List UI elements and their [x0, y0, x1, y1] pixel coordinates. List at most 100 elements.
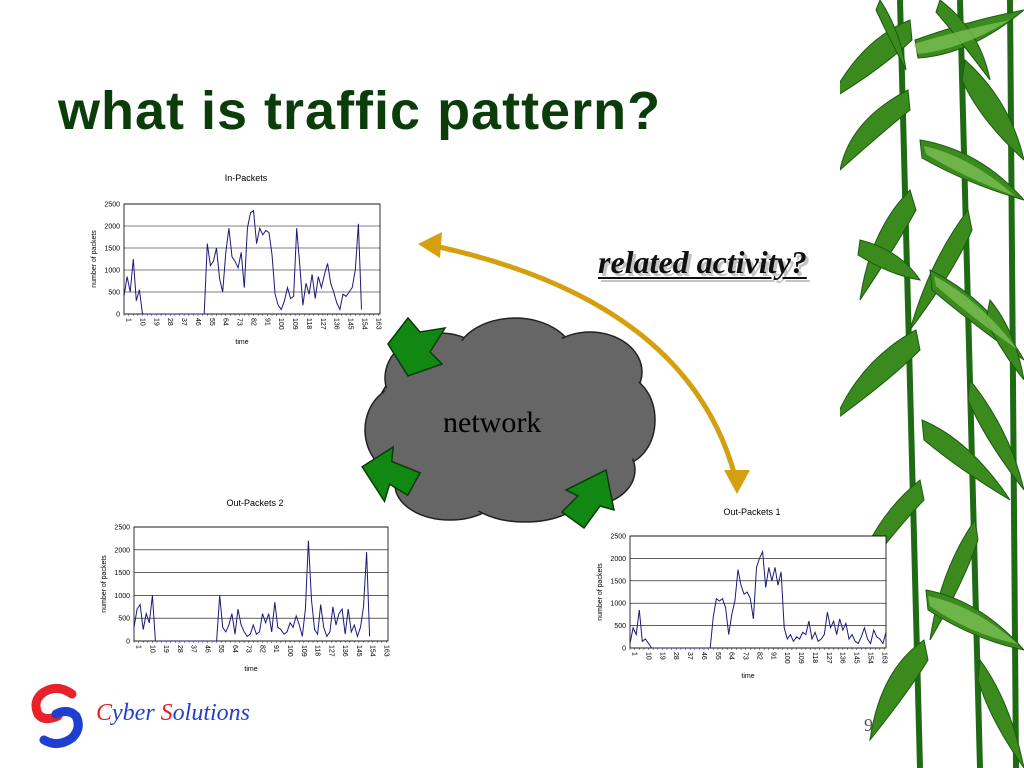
y-tick-label: 2500	[104, 202, 120, 209]
y-tick-label: 500	[614, 623, 626, 630]
x-tick-label: 55	[217, 645, 224, 653]
x-tick-label: 100	[783, 652, 790, 664]
x-tick-label: 100	[277, 318, 284, 330]
y-tick-label: 2000	[610, 556, 626, 563]
x-tick-label: 136	[839, 652, 846, 664]
related-activity-question: related activity?	[598, 244, 807, 280]
in-arrow	[387, 316, 447, 377]
x-tick-label: 91	[263, 318, 270, 326]
x-axis-label: time	[244, 666, 257, 673]
slide-title: what is traffic pattern?	[58, 81, 662, 141]
out-arrow-right	[560, 468, 615, 530]
y-tick-label: 2500	[610, 534, 626, 541]
x-tick-label: 64	[728, 652, 735, 660]
x-tick-label: 127	[327, 645, 334, 657]
y-tick-label: 500	[108, 290, 120, 297]
x-tick-label: 73	[742, 652, 749, 660]
brand-rest-1: yber	[112, 700, 161, 726]
x-tick-label: 145	[853, 652, 860, 664]
chart-title: Out-Packets 1	[723, 507, 780, 517]
x-tick-label: 10	[148, 645, 155, 653]
series-line	[123, 209, 362, 315]
x-tick-label: 127	[319, 318, 326, 330]
x-tick-label: 73	[245, 645, 252, 653]
x-tick-label: 46	[700, 652, 707, 660]
plot-area	[123, 203, 381, 315]
out-arrow-left	[361, 445, 422, 504]
x-tick-label: 28	[176, 645, 183, 653]
x-tick-label: 127	[825, 652, 832, 664]
x-tick-label: 82	[755, 652, 762, 660]
x-tick-label: 10	[138, 318, 145, 326]
chart-title: In-Packets	[225, 173, 268, 183]
chart-title: Out-Packets 2	[226, 498, 283, 508]
x-tick-label: 55	[714, 652, 721, 660]
x-tick-label: 1	[125, 318, 132, 322]
x-tick-label: 91	[272, 645, 279, 653]
curve-arrowhead-top	[418, 232, 442, 258]
x-tick-label: 46	[203, 645, 210, 653]
brand-initial-s: S	[160, 700, 173, 726]
x-tick-label: 82	[249, 318, 256, 326]
x-tick-label: 163	[374, 318, 381, 330]
x-tick-label: 19	[152, 318, 159, 326]
x-tick-label: 37	[686, 652, 693, 660]
y-tick-label: 0	[116, 312, 120, 319]
related-activity-curve	[429, 242, 739, 481]
x-tick-label: 19	[658, 652, 665, 660]
x-tick-label: 163	[880, 652, 887, 664]
y-tick-label: 1500	[114, 570, 130, 577]
x-tick-label: 37	[190, 645, 197, 653]
y-tick-label: 2000	[104, 224, 120, 231]
x-tick-label: 118	[305, 318, 312, 329]
x-axis-label: time	[741, 673, 754, 680]
brand-initial-c: C	[96, 700, 113, 726]
x-tick-label: 82	[258, 645, 265, 653]
page-number: 9	[864, 715, 873, 735]
x-tick-label: 163	[382, 645, 389, 657]
x-tick-label: 154	[360, 318, 367, 330]
y-tick-label: 1000	[610, 601, 626, 608]
y-axis-label: number of packets	[91, 230, 98, 288]
x-tick-label: 1	[135, 645, 142, 649]
y-tick-label: 1000	[104, 268, 120, 275]
x-tick-label: 145	[347, 318, 354, 330]
y-tick-label: 1500	[104, 246, 120, 253]
x-tick-label: 46	[194, 318, 201, 326]
x-tick-label: 109	[291, 318, 298, 330]
x-tick-label: 28	[166, 318, 173, 326]
network-label: network	[443, 406, 542, 439]
bamboo-decoration	[840, 0, 1024, 768]
x-tick-label: 10	[644, 652, 651, 660]
y-tick-label: 0	[622, 646, 626, 653]
x-tick-label: 118	[314, 645, 321, 656]
y-tick-label: 500	[118, 616, 130, 623]
y-tick-label: 0	[126, 639, 130, 646]
x-tick-label: 109	[300, 645, 307, 657]
x-tick-label: 73	[236, 318, 243, 326]
x-tick-label: 154	[369, 645, 376, 657]
x-tick-label: 118	[811, 652, 818, 663]
curve-arrowhead-bottom	[724, 470, 750, 494]
x-tick-label: 91	[769, 652, 776, 660]
x-tick-label: 64	[222, 318, 229, 326]
y-tick-label: 2500	[114, 525, 130, 532]
series-line	[629, 549, 887, 649]
x-axis-label: time	[235, 339, 248, 346]
series-line	[133, 540, 371, 642]
x-tick-label: 154	[866, 652, 873, 664]
x-tick-label: 145	[355, 645, 362, 657]
cyber-solutions-logo-icon	[31, 684, 83, 748]
brand-rest-2: olutions	[172, 700, 251, 726]
y-axis-label: number of packets	[101, 555, 108, 613]
x-tick-label: 28	[672, 652, 679, 660]
x-tick-label: 19	[162, 645, 169, 653]
x-tick-label: 136	[333, 318, 340, 330]
y-tick-label: 2000	[114, 547, 130, 554]
x-tick-label: 136	[341, 645, 348, 657]
y-axis-label: number of packets	[597, 563, 604, 621]
